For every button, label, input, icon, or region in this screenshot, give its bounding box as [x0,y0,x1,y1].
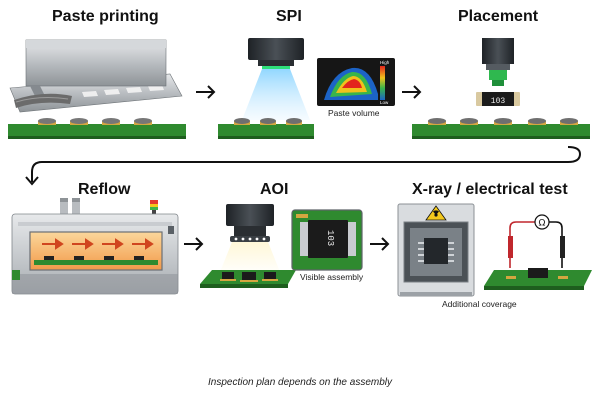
aoi-camera [226,204,274,226]
step-title-xray-electrical: X-ray / electrical test [412,181,568,198]
visible-assembly-inset: 103 [291,209,363,271]
component-marking: 103 [491,97,506,106]
spi-camera [248,38,304,60]
nozzle [489,70,507,80]
ohm-symbol: Ω [539,219,546,229]
xray-cabinet-illustration [397,203,475,297]
heatmap-low-label: Low [380,100,389,105]
reflow-oven-illustration [11,198,179,295]
heatmap-high-label: High [380,60,390,65]
radiation-warning-icon [425,205,447,221]
step-title-aoi: AOI [260,181,289,198]
caption-additional-coverage: Additional coverage [442,299,517,309]
omega-icon [534,214,550,230]
step-title-placement: Placement [458,8,539,25]
pcb-board [412,124,590,138]
process-connector [31,146,582,182]
spi-illustration: High Low [218,38,395,139]
arrow-right-icon [196,85,216,99]
step-title-spi: SPI [276,8,302,25]
solder-paste-bead [14,93,72,108]
arrow-right-icon [184,237,204,251]
component-marking: 103 [325,230,335,246]
step-title-reflow: Reflow [78,181,131,198]
placement-illustration: 103 [412,38,590,139]
structured-light-beam [242,69,310,120]
pcb-board [218,124,314,138]
caption-paste-volume: Paste volume [328,108,380,118]
placement-head [482,38,514,64]
paste-printing-illustration [8,39,186,139]
aoi-illustration: 103 [200,204,363,288]
arrow-right-icon [402,85,422,99]
red-probe [508,236,513,258]
arrow-down-icon [25,176,39,186]
caption-visible-assembly: Visible assembly [300,272,364,282]
arrow-right-icon [370,237,390,251]
pcb-board [8,124,186,138]
black-probe [560,236,565,258]
step-title-paste-printing: Paste printing [52,8,159,25]
paste-volume-heatmap: High Low [317,58,395,106]
heatmap-colorbar [380,66,385,100]
spi-led-ring [262,66,290,69]
electrical-test-illustration: Ω [484,214,592,290]
footer-note: Inspection plan depends on the assembly [207,377,392,388]
